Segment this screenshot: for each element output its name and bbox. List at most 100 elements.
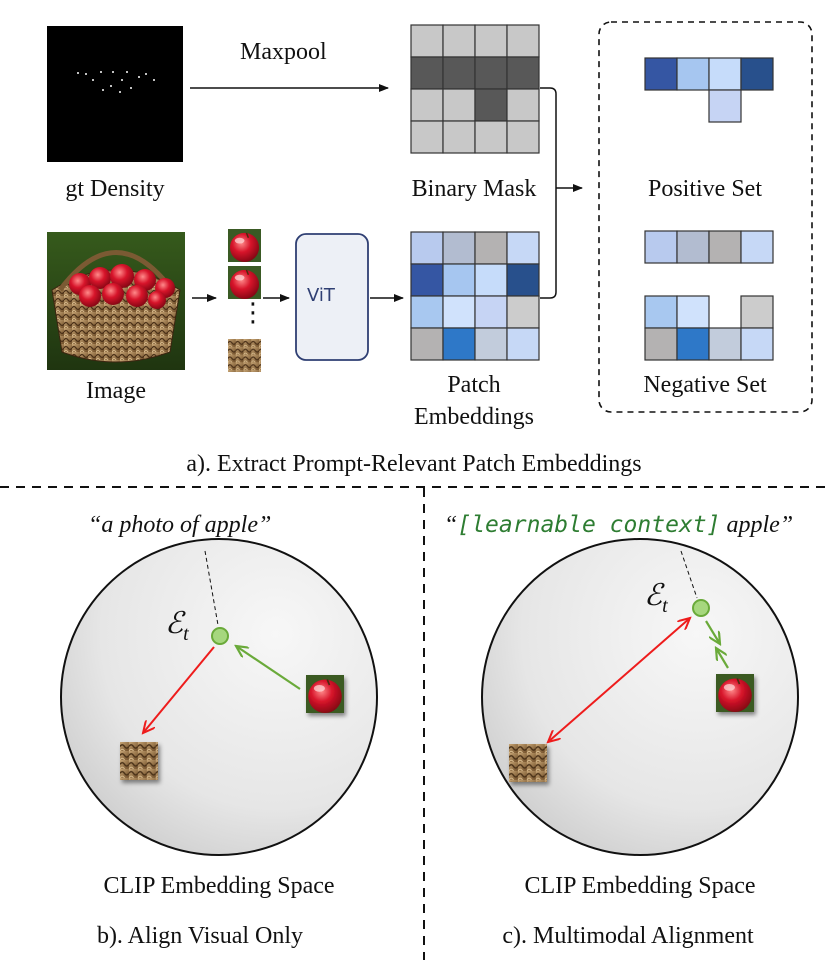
mask-cell [506, 24, 540, 58]
caption-c: c). Multimodal Alignment [502, 923, 754, 949]
patch-embedding-cell [506, 263, 540, 297]
positive-set-label: Positive Set [647, 176, 763, 202]
mask-cell [474, 24, 508, 58]
mask-cell [506, 56, 540, 90]
ellipsis-icon: ⋮ [240, 298, 266, 328]
mask-cell [410, 24, 444, 58]
mask-cell [410, 120, 444, 154]
patch-label-line2: Embeddings [414, 404, 534, 430]
patch-basket [228, 339, 261, 372]
patch-embedding-cell [442, 295, 476, 329]
merge-bracket [540, 87, 557, 299]
red-bidirectional-arrow-c [548, 618, 690, 742]
negative-set-bottom-row [644, 327, 774, 361]
negative-cell [644, 295, 678, 329]
patch-apple-1 [228, 229, 261, 262]
epsilon-c: ℰt [644, 578, 668, 618]
patch-embedding-cell [474, 327, 508, 361]
patch-embedding-cell [442, 327, 476, 361]
caption-b: b). Align Visual Only [96, 923, 304, 949]
red-push-arrow-b [143, 646, 215, 733]
epsilon-symbol-b: ℰ [165, 607, 184, 640]
green-pull-arrow-b [236, 646, 301, 690]
epsilon-symbol-c: ℰ [644, 579, 663, 612]
image-label: Image [86, 378, 146, 404]
positive-cell [644, 230, 678, 264]
basket-patch-b [120, 742, 158, 780]
green-arrow-down-c [705, 620, 720, 644]
gt-density-image [47, 26, 183, 162]
patch-embedding-cell [410, 231, 444, 265]
mask-cell [506, 120, 540, 154]
prompt-pointer-b [204, 550, 219, 626]
mask-cell [442, 56, 476, 90]
negative-cell [740, 327, 774, 361]
positive-cell [708, 57, 742, 91]
caption-a: a). Extract Prompt-Relevant Patch Embedd… [186, 451, 642, 477]
positive-cell [676, 230, 710, 264]
patch-label-line1: Patch [447, 372, 501, 398]
patch-embedding-cell [474, 295, 508, 329]
patch-embedding-cell [474, 263, 508, 297]
epsilon-subscript-b: t [183, 623, 189, 645]
patch-embedding-cell [442, 231, 476, 265]
positive-cell [676, 57, 710, 91]
prompt-open-quote-c: “ [444, 512, 458, 538]
set-box [598, 21, 813, 413]
mask-cell [506, 88, 540, 122]
negative-cell [708, 327, 742, 361]
apple-basket-image [47, 232, 185, 370]
text-anchor-c [692, 599, 710, 617]
prompt-b: “a photo of apple” [88, 512, 272, 538]
patch-embeddings-grid [410, 231, 540, 361]
text-anchor-b [211, 627, 229, 645]
green-arrow-up-c [716, 648, 729, 669]
negative-cell [676, 295, 710, 329]
positive-set-second-row [644, 230, 774, 264]
mask-cell [474, 56, 508, 90]
negative-set-label: Negative Set [643, 372, 767, 398]
positive-set-row [644, 57, 774, 91]
patch-embedding-cell [474, 231, 508, 265]
binary-mask-label: Binary Mask [411, 176, 537, 202]
positive-set-extra-cell [708, 89, 742, 123]
mask-cell [410, 88, 444, 122]
patch-embedding-cell [506, 231, 540, 265]
patch-apple-2 [228, 266, 261, 299]
positive-cell [708, 89, 742, 123]
negative-set-top-row [644, 295, 774, 329]
patch-embedding-cell [506, 327, 540, 361]
basket-patch-c [509, 744, 547, 782]
patch-embedding-cell [442, 263, 476, 297]
learnable-context-token: [learnable context] [457, 512, 721, 538]
negative-cell [740, 295, 774, 329]
epsilon-b: ℰt [165, 606, 189, 646]
apple-patch-b [306, 675, 344, 713]
mask-cell [442, 88, 476, 122]
vit-label: ViT [307, 285, 335, 306]
positive-cell [740, 57, 774, 91]
negative-cell [644, 327, 678, 361]
mask-cell [442, 24, 476, 58]
prompt-tail-c: apple” [720, 512, 794, 538]
patch-embedding-cell [506, 295, 540, 329]
mask-cell [474, 88, 508, 122]
positive-cell [644, 57, 678, 91]
positive-cell [708, 230, 742, 264]
patch-embedding-cell [410, 327, 444, 361]
patch-embedding-cell [410, 295, 444, 329]
epsilon-subscript-c: t [662, 595, 668, 617]
prompt-pointer-c [680, 550, 698, 599]
prompt-c: “[learnable context] apple” [444, 512, 793, 539]
patch-embedding-cell [410, 263, 444, 297]
vit-block [295, 233, 369, 361]
mask-cell [442, 120, 476, 154]
space-label-c: CLIP Embedding Space [524, 873, 756, 899]
mask-cell [474, 120, 508, 154]
binary-mask-grid [410, 24, 540, 154]
negative-cell [676, 327, 710, 361]
positive-cell [740, 230, 774, 264]
space-label-b: CLIP Embedding Space [103, 873, 335, 899]
